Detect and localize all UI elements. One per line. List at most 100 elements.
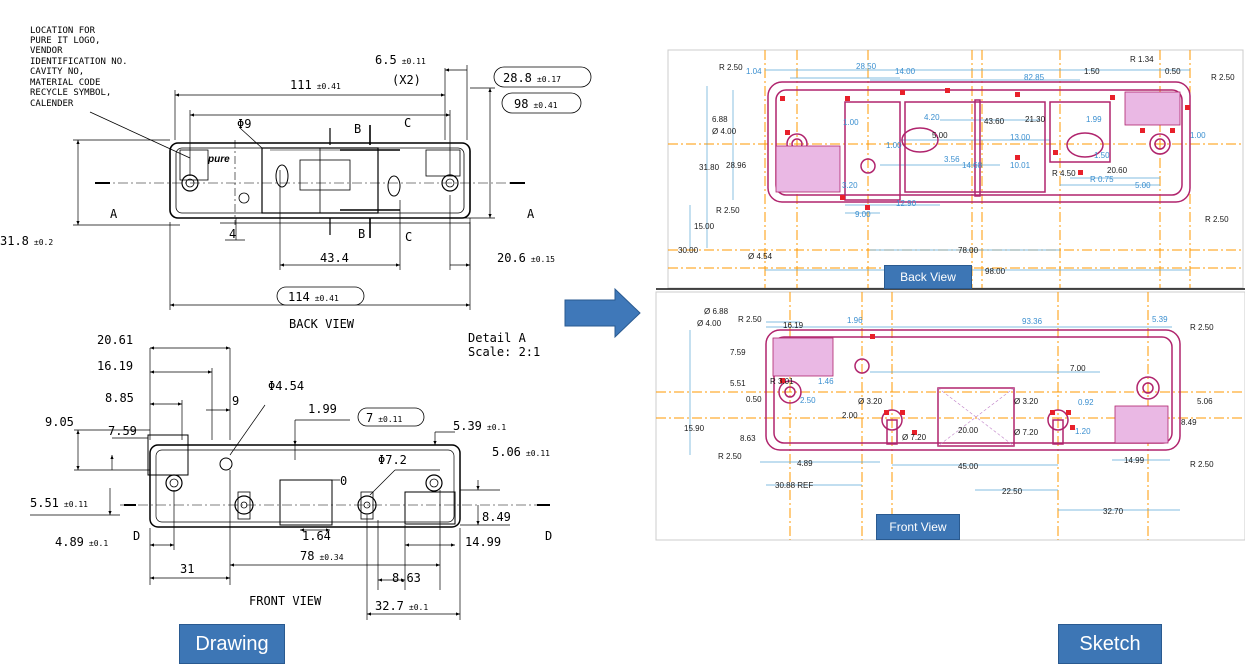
front-view-label: Front View <box>876 514 960 540</box>
svg-text:1.00: 1.00 <box>886 141 902 150</box>
svg-text:RECYCLE SYMBOL,: RECYCLE SYMBOL, <box>30 88 111 98</box>
svg-text:8.85: 8.85 <box>105 391 134 405</box>
svg-text:0.92: 0.92 <box>1078 398 1094 407</box>
svg-text:82.85: 82.85 <box>1024 73 1045 82</box>
cad-sketch: R 2.50 1.04 28.50 14.00 82.85 1.50 R 1.3… <box>655 49 1245 541</box>
svg-text:0.50: 0.50 <box>1165 67 1181 76</box>
drawing-label: Drawing <box>179 624 285 664</box>
front-view-pocket-left <box>147 434 189 476</box>
front-view-dimension-text: 20.61 16.19 8.85 9 Φ4.54 1.99 7±0.11 5.3… <box>30 333 552 613</box>
svg-text:R 2.50: R 2.50 <box>738 315 762 324</box>
svg-text:LOCATION FOR: LOCATION FOR <box>30 26 96 36</box>
svg-text:PURE IT LOGO,: PURE IT LOGO, <box>30 36 100 46</box>
svg-text:Ø 4.54: Ø 4.54 <box>748 252 773 261</box>
svg-text:Ø 4.00: Ø 4.00 <box>712 127 737 136</box>
svg-text:Ø 6.88: Ø 6.88 <box>704 307 729 316</box>
svg-text:15.00: 15.00 <box>694 222 715 231</box>
svg-text:1.99: 1.99 <box>308 402 337 416</box>
svg-text:Ø 4.00: Ø 4.00 <box>697 319 722 328</box>
svg-text:4: 4 <box>229 227 236 241</box>
svg-text:13.00: 13.00 <box>1010 133 1031 142</box>
scale-label: Scale: 2:1 <box>468 345 540 359</box>
back-view-title: BACK VIEW <box>289 317 355 331</box>
svg-text:5.00: 5.00 <box>1135 181 1151 190</box>
front-view-outline <box>149 444 461 528</box>
svg-text:14.68: 14.68 <box>962 161 983 170</box>
svg-text:6.5±0.11: 6.5±0.11 <box>375 53 426 67</box>
svg-text:MATERIAL CODE: MATERIAL CODE <box>30 78 100 88</box>
svg-text:43.60: 43.60 <box>984 117 1005 126</box>
svg-text:3.20: 3.20 <box>842 181 858 190</box>
svg-text:C: C <box>405 230 412 244</box>
back-view-dimensions <box>73 65 495 310</box>
svg-text:45.00: 45.00 <box>958 462 979 471</box>
back-view-label: Back View <box>884 265 972 289</box>
svg-text:20.60: 20.60 <box>1107 166 1128 175</box>
svg-text:9: 9 <box>232 394 239 408</box>
svg-text:111±0.41: 111±0.41 <box>290 78 341 92</box>
svg-text:31: 31 <box>180 562 194 576</box>
front-view-title: FRONT VIEW <box>249 594 322 608</box>
svg-text:5.06: 5.06 <box>1197 397 1213 406</box>
svg-text:Ø 7.20: Ø 7.20 <box>902 433 927 442</box>
svg-text:5.39: 5.39 <box>1152 315 1168 324</box>
svg-text:R 2.50: R 2.50 <box>716 206 740 215</box>
svg-text:7±0.11: 7±0.11 <box>366 411 403 425</box>
note-leader-line <box>89 111 191 159</box>
svg-text:1.99: 1.99 <box>1086 115 1102 124</box>
svg-text:7.59: 7.59 <box>730 348 746 357</box>
svg-text:8.63: 8.63 <box>392 571 421 585</box>
svg-text:Ø 3.20: Ø 3.20 <box>1014 397 1039 406</box>
sketch-back-pocket-fill-right <box>1124 91 1181 126</box>
svg-text:5.51±0.11: 5.51±0.11 <box>30 496 88 510</box>
svg-text:CALENDER: CALENDER <box>30 99 74 109</box>
svg-text:Φ7.2: Φ7.2 <box>378 453 407 467</box>
svg-text:1.00: 1.00 <box>1190 131 1206 140</box>
sketch-label: Sketch <box>1058 624 1162 664</box>
svg-text:93.36: 93.36 <box>1022 317 1043 326</box>
svg-text:7.59: 7.59 <box>108 424 137 438</box>
svg-text:31.8±0.2: 31.8±0.2 <box>0 234 53 248</box>
svg-text:1.64: 1.64 <box>302 529 331 543</box>
svg-text:15.90: 15.90 <box>684 424 705 433</box>
svg-text:VENDOR: VENDOR <box>30 46 63 56</box>
svg-text:IDENTIFICATION NO.: IDENTIFICATION NO. <box>30 57 128 67</box>
svg-text:A: A <box>527 207 535 221</box>
svg-text:9.00: 9.00 <box>855 210 871 219</box>
svg-text:4.89±0.1: 4.89±0.1 <box>55 535 108 549</box>
svg-text:R 2.50: R 2.50 <box>1211 73 1235 82</box>
sketch-back-view: R 2.50 1.04 28.50 14.00 82.85 1.50 R 1.3… <box>668 50 1243 288</box>
svg-text:32.70: 32.70 <box>1103 507 1124 516</box>
svg-text:B: B <box>358 227 365 241</box>
svg-text:8.49: 8.49 <box>482 510 511 524</box>
svg-text:6.88: 6.88 <box>712 115 728 124</box>
svg-text:16.19: 16.19 <box>97 359 133 373</box>
sketch-front-outline <box>765 329 1181 451</box>
svg-text:1.00: 1.00 <box>843 118 859 127</box>
svg-text:(X2): (X2) <box>392 73 421 87</box>
back-view <box>95 125 525 238</box>
svg-text:1.20: 1.20 <box>1075 427 1091 436</box>
svg-text:4.89: 4.89 <box>797 459 813 468</box>
svg-text:R 3.01: R 3.01 <box>770 377 794 386</box>
svg-text:Ø 7.20: Ø 7.20 <box>1014 428 1039 437</box>
svg-text:1.46: 1.46 <box>818 377 834 386</box>
svg-text:2.00: 2.00 <box>842 411 858 420</box>
slot-right <box>387 175 401 197</box>
front-right-hole <box>425 474 443 492</box>
svg-text:20.00: 20.00 <box>958 426 979 435</box>
svg-text:98±0.41: 98±0.41 <box>514 97 558 111</box>
svg-text:16.19: 16.19 <box>783 321 804 330</box>
svg-text:9.05: 9.05 <box>45 415 74 429</box>
svg-text:21.30: 21.30 <box>1025 115 1046 124</box>
svg-text:1.50: 1.50 <box>1094 151 1110 160</box>
svg-text:8.63: 8.63 <box>740 434 756 443</box>
front-left-hole <box>165 474 183 492</box>
transform-arrow <box>564 287 641 339</box>
back-view-dimension-text: 111±0.41 (X2) 6.5±0.11 28.8±0.17 98±0.41… <box>0 53 592 306</box>
svg-text:114±0.41: 114±0.41 <box>288 290 339 304</box>
svg-text:0: 0 <box>340 474 347 488</box>
front-view-pocket-center <box>279 479 333 526</box>
svg-text:3.56: 3.56 <box>944 155 960 164</box>
svg-text:12.90: 12.90 <box>896 199 917 208</box>
